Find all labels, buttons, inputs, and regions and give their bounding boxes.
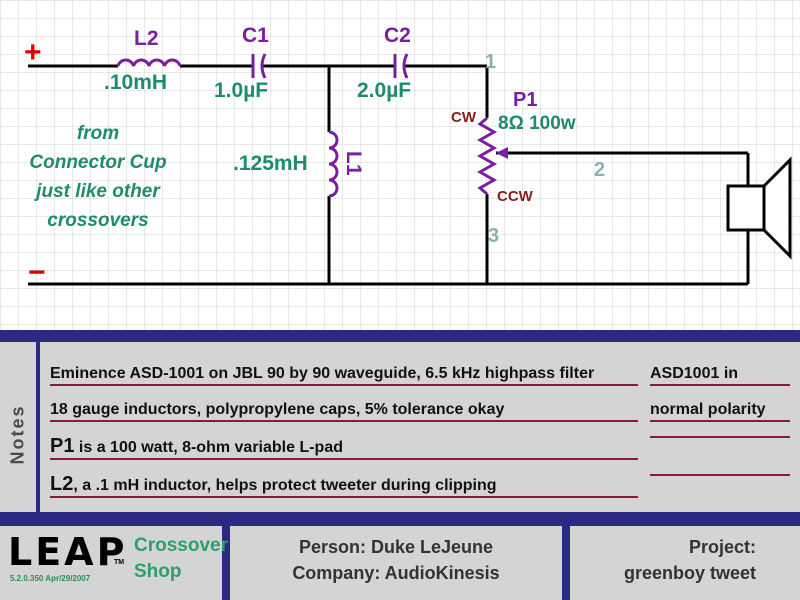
note-prefix: L2 (50, 473, 74, 495)
crossover-schematic: + − L2 .10mH C1 1.0µF C2 2.0µF .125mH L1… (0, 0, 800, 330)
l2-ref-label: L2 (134, 27, 159, 50)
side-note-line-2[interactable]: normal polarity (650, 400, 790, 422)
note-text: 18 gauge inductors, polypropylene caps, … (50, 401, 505, 418)
trademark-mark: TM (114, 559, 125, 566)
side-note-line-4[interactable] (650, 474, 790, 476)
product-name: Crossover Shop (134, 533, 228, 585)
source-note-line: just like other (33, 181, 161, 202)
c2-ref-label: C2 (384, 24, 411, 47)
side-note-line-1[interactable]: ASD1001 in (650, 364, 790, 386)
leap-logo: LEAP (8, 530, 128, 574)
p1-ref-label: P1 (513, 89, 537, 111)
p1-cw-label: CW (451, 109, 477, 126)
p1-resistor (476, 116, 498, 196)
l1-ref-label: L1 (342, 151, 365, 176)
project-box (570, 526, 800, 600)
p1-wiper-arrow (496, 147, 508, 159)
note-line-4[interactable]: L2, a .1 mH inductor, helps protect twee… (50, 474, 638, 498)
tweeter-speaker-icon (726, 156, 792, 260)
project-label: Project: (688, 537, 756, 557)
project-name: greenboy tweet (623, 563, 756, 583)
source-note-line: crossovers (47, 210, 148, 231)
c1-ref-label: C1 (242, 24, 269, 47)
person-info: Person: Duke LeJeune Company: AudioKines… (230, 534, 562, 586)
logo-box (0, 526, 222, 600)
grid-background (0, 0, 800, 330)
person-name: Person: Duke LeJeune (298, 537, 494, 557)
note-text: is a 100 watt, 8-ohm variable L-pad (74, 439, 343, 456)
side-note-text: ASD1001 in (650, 365, 739, 382)
positive-terminal: + (24, 36, 42, 69)
l2-value-label: .10mH (104, 71, 167, 94)
side-note-line-3[interactable] (650, 436, 790, 438)
l1-inductor (328, 130, 339, 198)
pin-3-label: 3 (488, 225, 499, 247)
note-text: , a .1 mH inductor, helps protect tweete… (73, 477, 497, 494)
side-note-text: normal polarity (650, 401, 766, 418)
p1-ccw-label: CCW (497, 188, 534, 205)
c2-value-label: 2.0µF (357, 79, 411, 102)
c1-value-label: 1.0µF (214, 79, 268, 102)
source-note: from Connector Cup just like other cross… (29, 123, 166, 231)
c2-capacitor (393, 53, 409, 79)
l1-value-label: .125mH (233, 152, 308, 175)
project-info: Project: greenboy tweet (570, 534, 756, 586)
p1-value-label: 8Ω 100w (498, 113, 576, 134)
notes-box (40, 342, 800, 512)
notes-tab (0, 342, 36, 512)
note-prefix: P1 (50, 435, 75, 457)
source-note-line: from (77, 123, 119, 144)
c1-capacitor (251, 53, 267, 79)
note-line-3[interactable]: P1 is a 100 watt, 8-ohm variable L-pad (50, 436, 638, 460)
note-line-1[interactable]: Eminence ASD-1001 on JBL 90 by 90 wavegu… (50, 364, 638, 386)
company-name: Company: AudioKinesis (292, 563, 500, 583)
l2-inductor (116, 58, 182, 67)
product-name-line: Crossover (134, 535, 228, 556)
version-label: 5.2.0.350 Apr/29/2007 (10, 574, 91, 583)
negative-terminal: − (28, 256, 46, 289)
note-line-2[interactable]: 18 gauge inductors, polypropylene caps, … (50, 400, 638, 422)
source-note-line: Connector Cup (29, 152, 166, 173)
note-text: Eminence ASD-1001 on JBL 90 by 90 wavegu… (50, 365, 595, 382)
person-box (230, 526, 562, 600)
pin-2-label: 2 (594, 159, 605, 181)
pin-1-label: 1 (485, 51, 496, 73)
notes-tab-label: Notes (7, 404, 28, 465)
product-name-line: Shop (134, 561, 182, 582)
wires (28, 64, 750, 286)
